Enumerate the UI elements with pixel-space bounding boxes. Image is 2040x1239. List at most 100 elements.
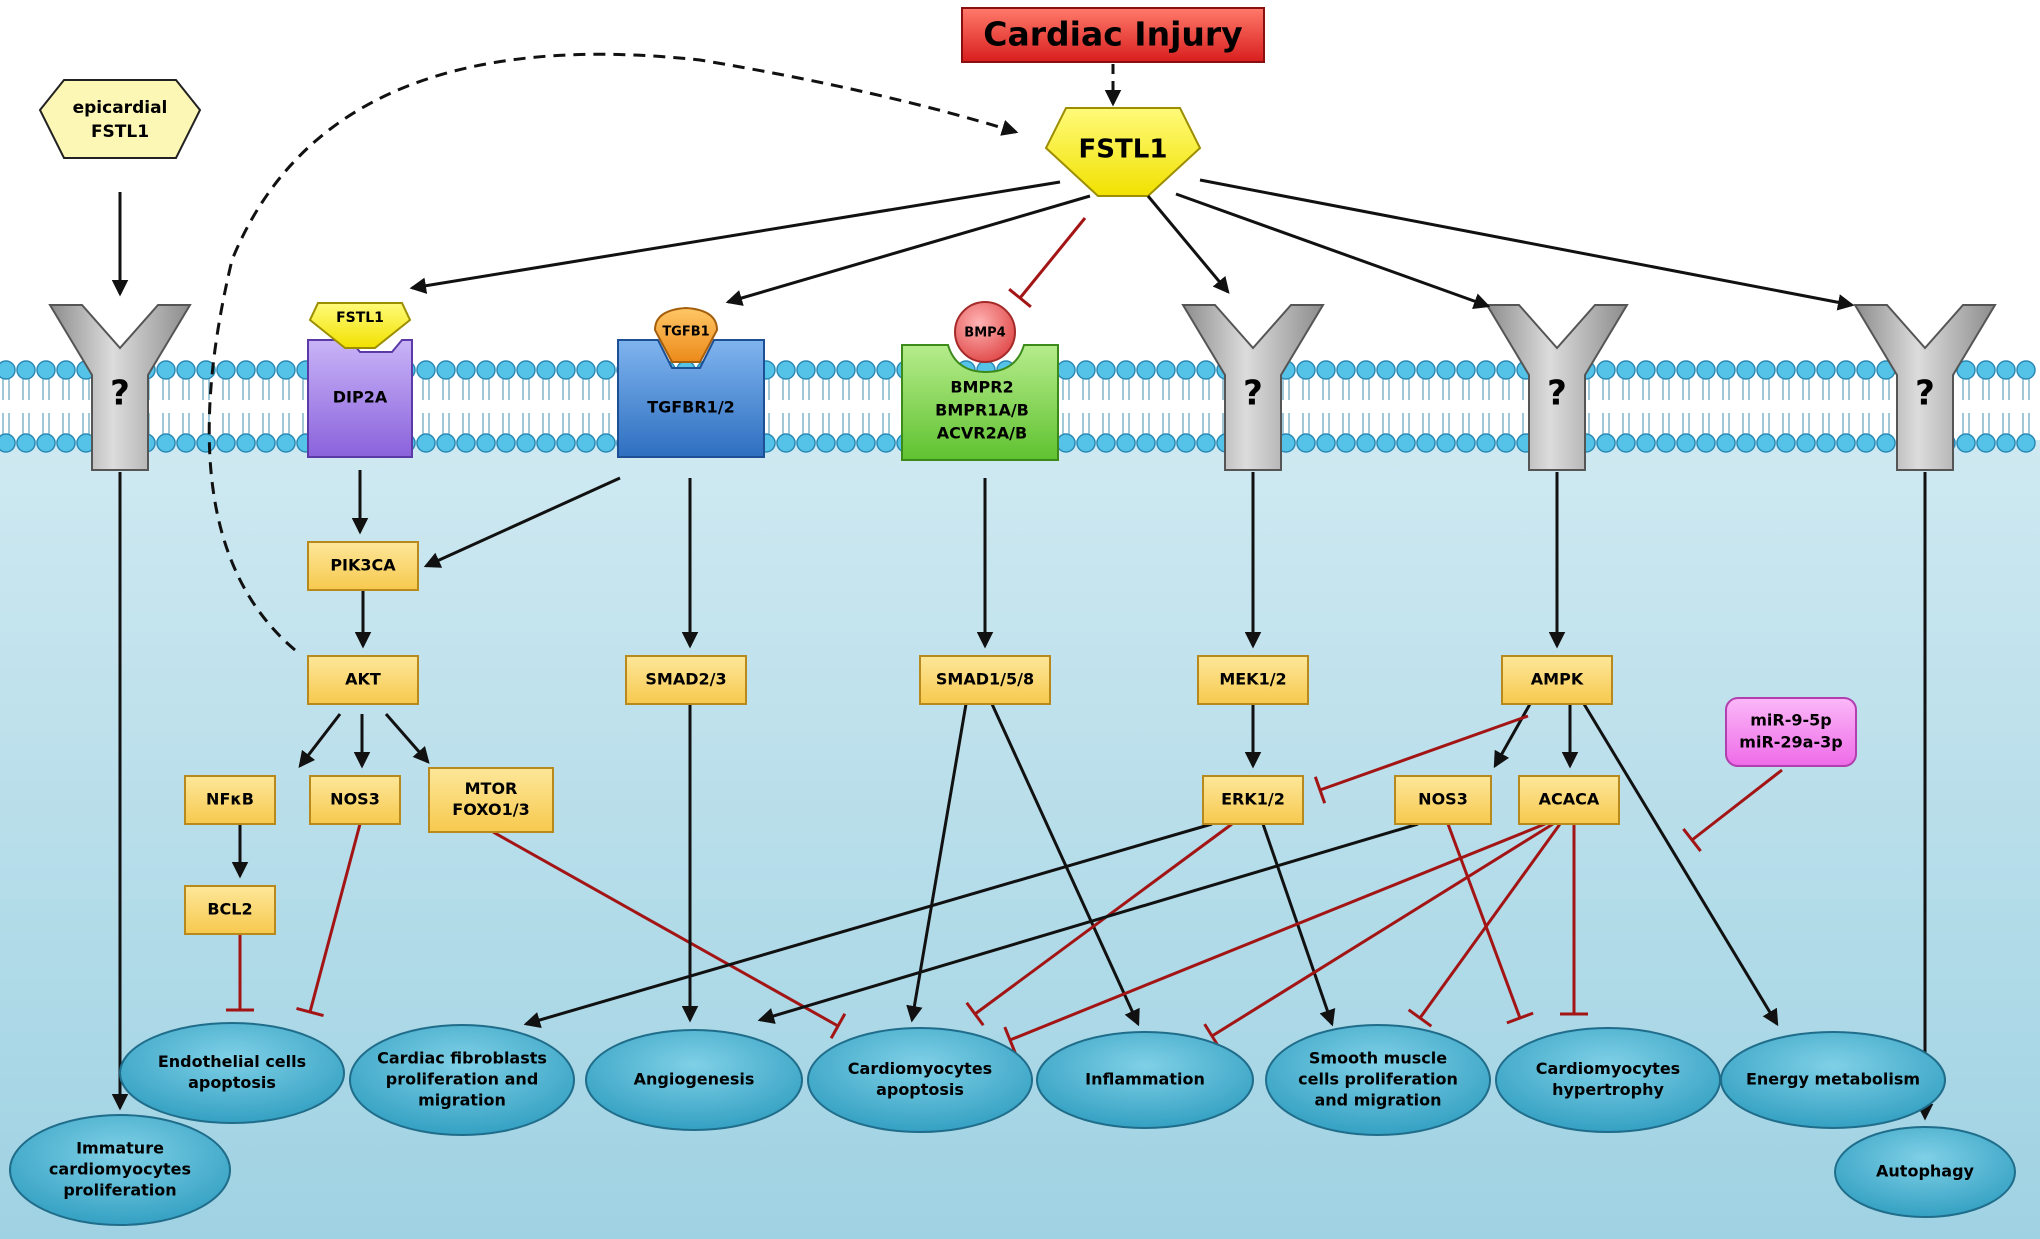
lipid-head — [1116, 360, 1136, 380]
mtor-inhibits-cm-apoptosis — [492, 830, 847, 1039]
lipid-head — [256, 360, 276, 380]
lipid-head — [1876, 433, 1896, 453]
outcome-label: migration — [418, 1091, 506, 1110]
akt-to-nfkb-arrow — [298, 713, 342, 768]
nos3-inhibits-hypertrophy — [1446, 823, 1534, 1025]
outcome-energy: Energy metabolism — [1720, 1031, 1946, 1129]
lipid-head — [536, 433, 556, 453]
lipid-head — [1376, 360, 1396, 380]
outcome-label: cells proliferation — [1298, 1070, 1458, 1089]
lipid-head — [1496, 360, 1516, 380]
lipid-head — [196, 433, 216, 453]
outcome-label: Cardiac fibroblasts — [377, 1049, 547, 1068]
cardiac-injury-label: Cardiac Injury — [983, 15, 1242, 54]
dip2a-receptor: DIP2A FSTL1 — [307, 302, 413, 458]
lipid-head — [156, 360, 176, 380]
bcl2-inhibits-endothelial — [226, 934, 254, 1012]
ampk-to-energy-arrow — [1582, 703, 1779, 1027]
node-pik3ca: PIK3CA — [307, 541, 419, 591]
lipid-head — [1456, 360, 1476, 380]
lipid-head — [856, 360, 876, 380]
lipid-head — [1976, 360, 1996, 380]
lipid-head — [1756, 360, 1776, 380]
lipid-head — [496, 360, 516, 380]
bmpr-line-1: BMPR2 — [950, 378, 1013, 397]
fstl1-to-tgfbr-arrow — [725, 194, 1091, 306]
lipid-head — [1616, 433, 1636, 453]
unknown-receptor-3: ? — [1485, 304, 1629, 471]
lipid-head — [1636, 360, 1656, 380]
lipid-head — [576, 433, 596, 453]
lipid-head — [1096, 433, 1116, 453]
node-label: miR-9-5p — [1750, 711, 1831, 730]
node-label: BCL2 — [207, 900, 252, 919]
lipid-head — [876, 433, 896, 453]
lipid-head — [416, 360, 436, 380]
epicardial-line-2: FSTL1 — [91, 122, 149, 142]
unknown-receptor-2: ? — [1181, 304, 1325, 471]
lipid-head — [1776, 433, 1796, 453]
bmpr-receptor: BMPR2 BMPR1A/B ACVR2A/B BMP4 — [901, 301, 1059, 461]
lipid-head — [1656, 360, 1676, 380]
epicardial-line-1: epicardial — [73, 98, 168, 118]
lipid-head — [1836, 360, 1856, 380]
node-nfkb: NFκB — [184, 775, 276, 825]
node-label: NOS3 — [1418, 790, 1468, 809]
lipid-head — [436, 433, 456, 453]
lipid-head — [1796, 433, 1816, 453]
receptor-layer: ? ? ? ? DIP2A FSTL1 TGFBR1/2 TGFB1 — [48, 301, 1997, 471]
fstl1-ligand: FSTL1 — [1044, 107, 1202, 197]
acaca-inhibits-hypertrophy — [1560, 824, 1588, 1016]
fstl1-to-receptor3-arrow — [1175, 192, 1491, 310]
smad158-to-inflammation-arrow — [990, 703, 1140, 1027]
lipid-head — [156, 433, 176, 453]
outcome-label: apoptosis — [876, 1080, 964, 1099]
dip2a-fstl1-ligand — [308, 302, 412, 349]
unknown-receptor-label: ? — [1243, 374, 1263, 414]
lipid-head — [1676, 433, 1696, 453]
lipid-head — [816, 433, 836, 453]
lipid-head — [1436, 433, 1456, 453]
lipid-head — [1396, 360, 1416, 380]
lipid-head — [476, 360, 496, 380]
bmp4-label: BMP4 — [964, 326, 1005, 341]
fstl1-label: FSTL1 — [1079, 135, 1168, 165]
node-smad23: SMAD2/3 — [625, 655, 747, 705]
dip2a-ligand-label: FSTL1 — [336, 310, 384, 326]
unknown-receptor-4: ? — [1853, 304, 1997, 471]
lipid-head — [836, 360, 856, 380]
lipid-head — [1696, 433, 1716, 453]
outcome-label: Inflammation — [1085, 1070, 1205, 1089]
lipid-head — [56, 433, 76, 453]
lipid-head — [1816, 360, 1836, 380]
bmpr-line-2: BMPR1A/B — [935, 401, 1029, 420]
lipid-head — [796, 360, 816, 380]
lipid-head — [1476, 360, 1496, 380]
mirna-inhibits-ampk — [1682, 768, 1783, 852]
tgfb1-label: TGFB1 — [662, 325, 709, 340]
lipid-head — [1996, 360, 2016, 380]
lipid-head — [436, 360, 456, 380]
lipid-head — [1056, 360, 1076, 380]
lipid-head — [1736, 360, 1756, 380]
lipid-head — [1716, 360, 1736, 380]
lipid-head — [456, 360, 476, 380]
lipid-head — [816, 360, 836, 380]
ampk-to-nos3-arrow — [1493, 703, 1532, 769]
erk12-to-fibroblasts-arrow — [523, 822, 1213, 1028]
lipid-head — [1316, 360, 1336, 380]
lipid-head — [1096, 360, 1116, 380]
node-bcl2: BCL2 — [184, 885, 276, 935]
lipid-head — [36, 360, 56, 380]
lipid-head — [0, 360, 16, 380]
lipid-head — [1356, 360, 1376, 380]
lipid-head — [236, 433, 256, 453]
akt-feedback-to-fstl1-arrow — [207, 52, 1019, 652]
lipid-head — [1636, 433, 1656, 453]
lipid-head — [1136, 360, 1156, 380]
lipid-head — [1176, 360, 1196, 380]
